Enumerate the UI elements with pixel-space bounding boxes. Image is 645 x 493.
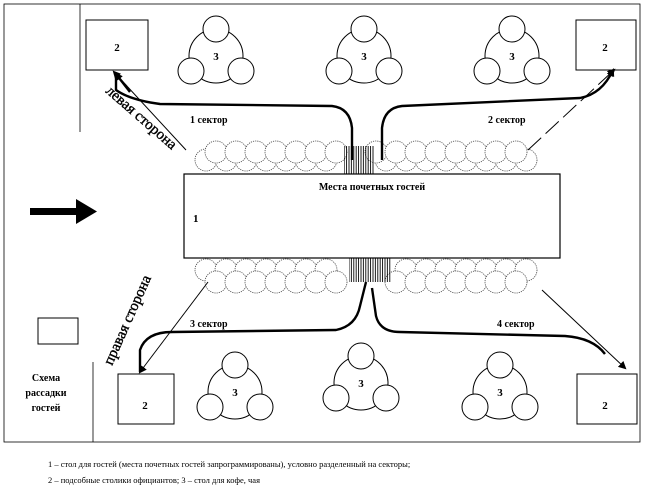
chair (224, 140, 248, 164)
waiter-path-top (114, 70, 613, 160)
waiter-path-bottom (138, 281, 606, 372)
right-side-label: правая сторона (101, 273, 155, 368)
chairs-bottom-row (194, 258, 538, 294)
chair (484, 140, 508, 164)
chair (484, 270, 508, 294)
coffee-chair (473, 57, 501, 85)
coffee-table-number: 3 (497, 387, 503, 399)
caption-line2: 2 – подсобные столики официантов; 3 – ст… (48, 475, 260, 485)
coffee-table: 3 (473, 15, 551, 85)
coffee-chair (347, 342, 375, 370)
honored-seats-hatch-top (344, 146, 374, 178)
chair (384, 140, 408, 164)
legend-title-line2: рассадки (25, 388, 66, 399)
room-outline (3, 3, 641, 443)
chair (224, 270, 248, 294)
waiter-arrow-bottom-left (138, 281, 209, 374)
service-table-bottom-left: 2 (117, 373, 175, 425)
coffee-chair (372, 384, 400, 412)
service-table-number: 2 (142, 400, 148, 412)
coffee-table-number: 3 (509, 51, 515, 63)
waiter-arrow-top-left (112, 70, 187, 151)
coffee-table: 3 (177, 15, 255, 85)
service-table-top-left: 2 (85, 19, 149, 71)
coffee-chair (498, 15, 526, 43)
coffee-chair (177, 57, 205, 85)
chair (444, 140, 468, 164)
coffee-chair (325, 57, 353, 85)
chair (444, 270, 468, 294)
sector-2-label: 2 сектор (488, 115, 526, 126)
sector-4-label: 4 сектор (497, 319, 535, 330)
entrance-arrow (30, 199, 97, 224)
coffee-table-number: 3 (358, 378, 364, 390)
chair (304, 140, 328, 164)
coffee-chair (246, 393, 274, 421)
caption-line1: 1 – стол для гостей (места почетных гост… (48, 459, 410, 469)
legend-title-line3: гостей (32, 403, 61, 414)
service-table-number: 2 (602, 42, 608, 54)
service-table-top-right: 2 (575, 19, 637, 71)
honored-seats-hatch-bottom (349, 256, 391, 282)
chair (304, 270, 328, 294)
chair (244, 270, 268, 294)
coffee-chair (511, 393, 539, 421)
coffee-chair (196, 393, 224, 421)
chairs-top-row (194, 140, 538, 172)
chair (504, 140, 528, 164)
chair (284, 140, 308, 164)
chair (464, 270, 488, 294)
main-table-number: 1 (193, 213, 199, 225)
service-table-number: 2 (114, 42, 120, 54)
coffee-tables: 3 3 3 3 3 3 (177, 15, 551, 421)
chair (284, 270, 308, 294)
left-side-label: левая сторона (102, 83, 180, 153)
coffee-chair (202, 15, 230, 43)
coffee-table-number: 3 (232, 387, 238, 399)
service-table-number: 2 (602, 400, 608, 412)
chair (504, 270, 528, 294)
coffee-table: 3 (322, 342, 400, 412)
coffee-chair (523, 57, 551, 85)
coffee-chair (227, 57, 255, 85)
sector-1-label: 1 сектор (190, 115, 228, 126)
legend-box (37, 317, 79, 345)
chair (424, 140, 448, 164)
coffee-chair (221, 351, 249, 379)
chair (264, 140, 288, 164)
waiter-arrow-bottom-right (541, 289, 627, 370)
chair (244, 140, 268, 164)
chair (464, 140, 488, 164)
chair (404, 270, 428, 294)
chair (324, 270, 348, 294)
chair (404, 140, 428, 164)
coffee-chair (350, 15, 378, 43)
coffee-table-number: 3 (361, 51, 367, 63)
chair (324, 140, 348, 164)
main-table: Места почетных гостей 1 (183, 173, 561, 259)
waiter-arrow-top-right (527, 68, 616, 151)
sector-3-label: 3 сектор (190, 319, 228, 330)
coffee-table: 3 (461, 351, 539, 421)
legend-title-line1: Схема (32, 373, 60, 384)
chair (264, 270, 288, 294)
chair (424, 270, 448, 294)
coffee-table-number: 3 (213, 51, 219, 63)
service-table-bottom-right: 2 (576, 373, 638, 425)
coffee-table: 3 (325, 15, 403, 85)
coffee-chair (461, 393, 489, 421)
chair (204, 270, 228, 294)
coffee-chair (375, 57, 403, 85)
main-table-title: Места почетных гостей (319, 182, 425, 193)
coffee-chair (322, 384, 350, 412)
coffee-table: 3 (196, 351, 274, 421)
coffee-chair (486, 351, 514, 379)
chair (204, 140, 228, 164)
